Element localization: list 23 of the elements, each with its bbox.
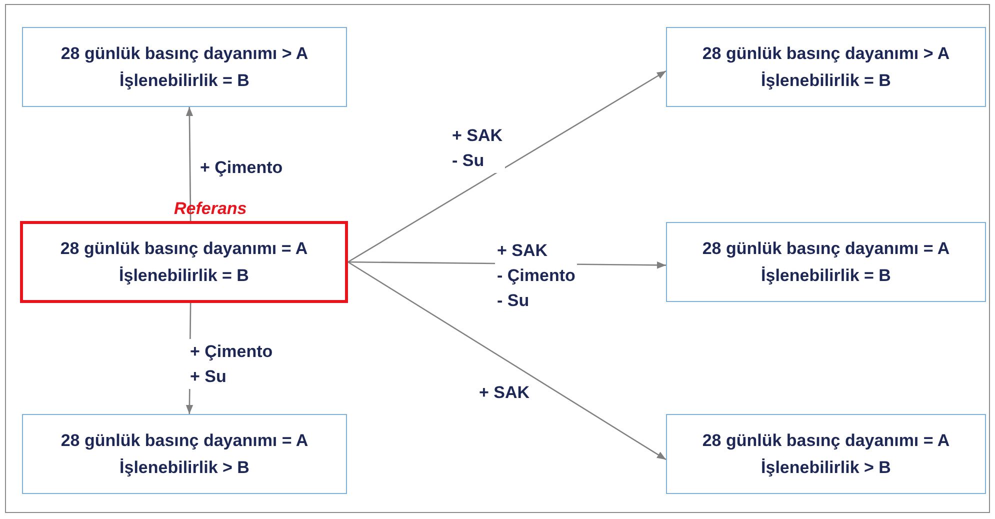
box-text: 28 günlük basınç dayanımı = A — [702, 238, 950, 260]
reference-box — [20, 221, 348, 303]
edge-label: + Çimento + Su — [188, 339, 275, 389]
arrow — [186, 107, 194, 221]
result-box — [22, 414, 347, 494]
box-text: 28 günlük basınç dayanımı > A — [60, 43, 308, 65]
result-box — [666, 27, 986, 107]
box-text: İşlenebilirlik = B — [119, 265, 249, 287]
box-text: İşlenebilirlik = B — [120, 70, 250, 92]
result-box — [22, 27, 347, 107]
box-text: İşlenebilirlik = B — [761, 265, 891, 287]
result-box — [666, 222, 986, 302]
box-text: 28 günlük basınç dayanımı = A — [702, 430, 950, 452]
result-box — [666, 414, 986, 494]
arrow — [348, 261, 666, 460]
reference-caption: Referans — [174, 199, 247, 219]
box-text: 28 günlük basınç dayanımı > A — [702, 43, 950, 65]
box-text: İşlenebilirlik > B — [761, 457, 891, 479]
box-text: 28 günlük basınç dayanımı = A — [60, 238, 308, 260]
box-text: İşlenebilirlik > B — [120, 457, 250, 479]
box-text: İşlenebilirlik = B — [761, 70, 891, 92]
box-text: 28 günlük basınç dayanımı = A — [60, 430, 308, 452]
arrow — [348, 70, 666, 263]
